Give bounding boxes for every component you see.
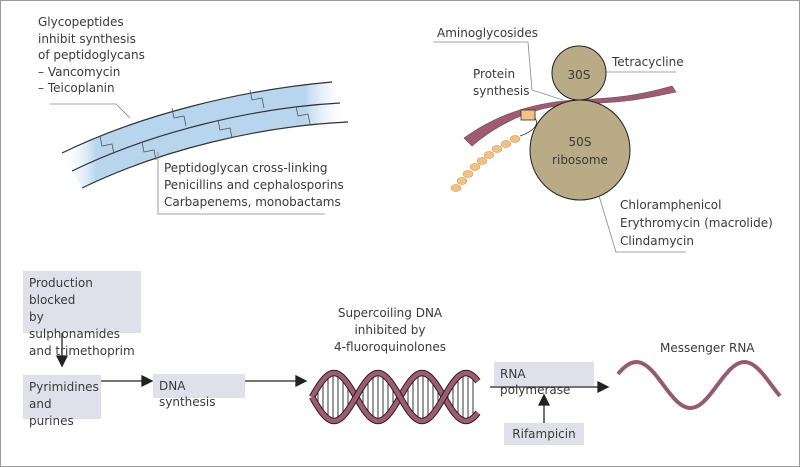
chloramphenicol-text: Chloramphenicol [620, 198, 722, 212]
erythromycin-text: Erythromycin (macrolide) [620, 216, 773, 230]
membrane-band [62, 82, 348, 188]
production-line-3: and trimethoprim [29, 344, 135, 358]
crosslink-line-2: Penicillins and cephalosporins [164, 178, 344, 192]
50s-ribosome-label: 50S ribosome [545, 133, 615, 169]
rna-polymerase-box: RNA polymerase [494, 362, 594, 397]
glyco-line-3: of peptidoglycans [38, 48, 145, 62]
tetracycline-label: Tetracycline [612, 55, 684, 69]
dna-strand-a [310, 370, 480, 424]
macrolide-label: Chloramphenicol Erythromycin (macrolide)… [620, 196, 773, 250]
glyco-leader-line [50, 103, 131, 119]
pathway-arrows [55, 333, 610, 423]
arrowhead-right-2 [295, 374, 308, 388]
membrane-line-inner [81, 121, 349, 189]
messenger-rna-wave [616, 359, 782, 411]
messenger-rna-label: Messenger RNA [660, 341, 755, 355]
50s-line: 50S [568, 135, 592, 149]
glyco-teicoplanin: – Teicoplanin [38, 81, 115, 95]
clindamycin-text: Clindamycin [620, 234, 694, 248]
production-blocked-box: Production blocked by sulphonamides and … [23, 271, 141, 358]
supercoiling-label: Supercoiling DNA inhibited by 4-fluoroqu… [330, 305, 450, 356]
crosslink-marks [99, 89, 311, 161]
ribosome-line: ribosome [552, 153, 608, 167]
glyco-line-1: Glycopeptides [38, 15, 124, 29]
supercoiling-line-3: 4-fluoroquinolones [334, 340, 446, 354]
protein-synthesis-line-2: synthesis [473, 84, 530, 98]
ribosome-figure [433, 41, 686, 253]
pyrimidines-line: Pyrimidines [29, 380, 99, 394]
rifampicin-box: Rifampicin [504, 423, 584, 445]
dna-synthesis-box: DNA synthesis [153, 374, 245, 409]
trna-block [520, 109, 536, 121]
arrowhead-down [55, 355, 69, 368]
cell-wall-membrane [50, 81, 349, 215]
amino-acid-chain [450, 135, 521, 192]
production-line-1: Production blocked [29, 276, 93, 307]
ribosome-50s-subunit [529, 99, 631, 201]
aminoglycosides-leader [433, 41, 564, 101]
pyrimidines-purines-box: Pyrimidines and purines [23, 375, 101, 428]
supercoiling-line-1: Supercoiling DNA [337, 306, 443, 320]
purines-line: and purines [29, 397, 74, 428]
messenger-rna-edge [617, 361, 781, 409]
glycopeptides-label: Glycopeptides inhibit synthesis of pepti… [38, 14, 145, 97]
arrowhead-right-3 [597, 380, 610, 394]
dna-double-helix [309, 369, 481, 425]
crosslink-leader-line [157, 152, 325, 215]
protein-synthesis-line-1: Protein [473, 67, 516, 81]
aminoglycosides-label: Aminoglycosides [437, 26, 539, 40]
dna-strand-b [310, 370, 480, 424]
membrane-line-middle [71, 102, 341, 172]
protein-synthesis-label: Protein synthesis [473, 66, 530, 100]
crosslink-line-3: Carbapenems, monobactams [164, 195, 341, 209]
membrane-line-outer [61, 81, 333, 154]
glyco-vancomycin: – Vancomycin [38, 64, 121, 79]
arrowhead-right-1 [141, 374, 154, 388]
supercoiling-line-2: inhibited by [354, 323, 426, 337]
30s-label: 30S [567, 68, 591, 82]
crosslink-line-1: Peptidoglycan cross-linking [164, 161, 328, 175]
glyco-line-2: inhibit synthesis [38, 31, 136, 46]
peptide-link [519, 117, 537, 137]
arrowhead-up [537, 393, 551, 406]
macrolide-leader [595, 185, 686, 253]
crosslinking-label: Peptidoglycan cross-linking Penicillins … [164, 160, 344, 211]
production-line-2: by sulphonamides [29, 310, 120, 341]
